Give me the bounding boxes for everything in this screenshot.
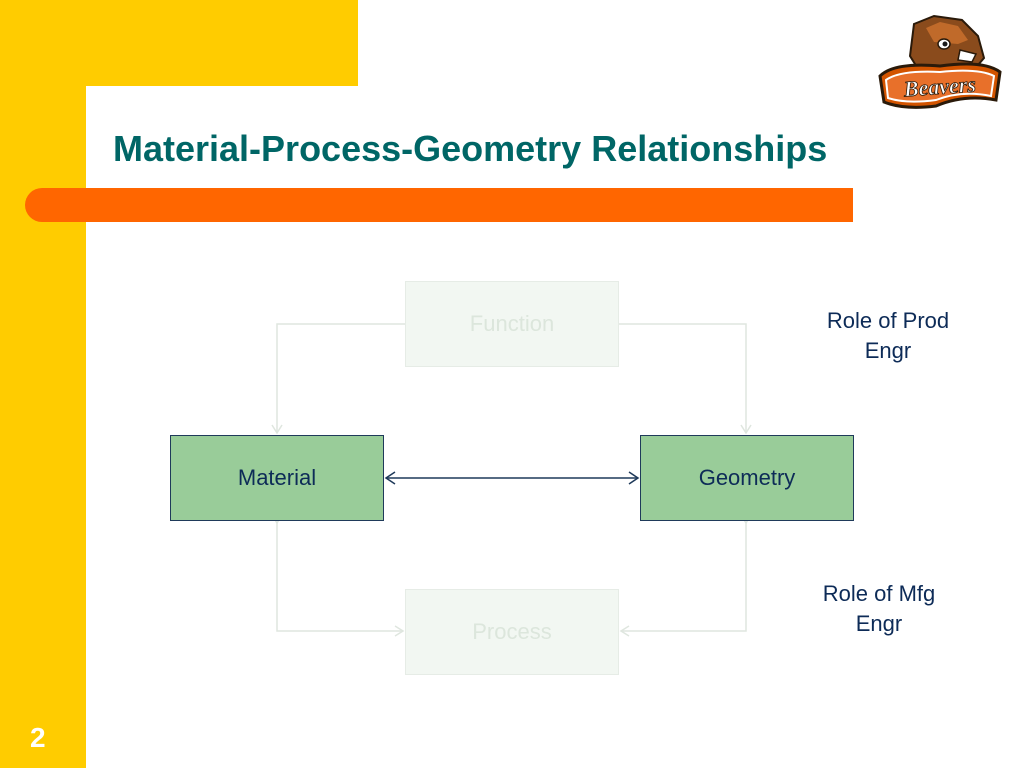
geometry-label: Geometry (698, 465, 796, 490)
function-to-material-arrow (271, 323, 405, 435)
slide-number: 2 (30, 722, 46, 753)
role-prod-line2: Engr (864, 338, 912, 363)
role-prod-line1: Role of Prod (826, 308, 950, 333)
material-process-arrow (271, 514, 405, 637)
geometry-node: Geometry (640, 435, 854, 521)
yellow-side-band (0, 0, 86, 768)
role-mfg-line2: Engr (855, 611, 903, 636)
yellow-top-band (0, 0, 358, 86)
function-to-geometry-arrow (619, 323, 752, 435)
function-node: Function (405, 281, 619, 367)
function-label: Function (469, 311, 555, 336)
role-mfg-line1: Role of Mfg (822, 581, 936, 606)
material-node: Material (170, 435, 384, 521)
title-underline-bar (25, 188, 853, 222)
geometry-process-arrow (619, 514, 752, 637)
role-prod-engr: Role of Prod Engr (798, 306, 978, 366)
role-mfg-engr: Role of Mfg Engr (789, 579, 969, 639)
process-node: Process (405, 589, 619, 675)
slide-title: Material-Process-Geometry Relationships (113, 128, 828, 169)
process-label: Process (472, 619, 552, 644)
material-label: Material (237, 465, 317, 490)
beaver-mascot-icon: Beavers (878, 14, 1002, 109)
logo-wordmark: Beavers (902, 72, 977, 102)
